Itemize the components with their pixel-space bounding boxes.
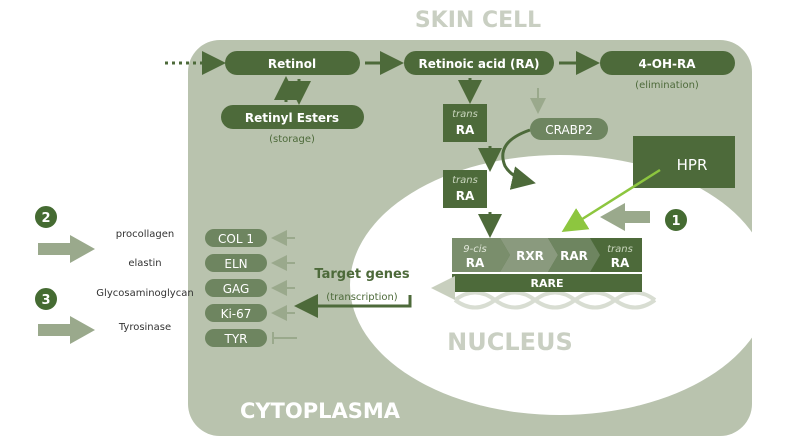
gene-pill-gag: GAG bbox=[205, 279, 267, 297]
marker-3: 3 bbox=[33, 286, 59, 312]
crabp2-pill bbox=[530, 118, 608, 140]
storage-label: (storage) bbox=[269, 134, 315, 145]
retinyl-esters-label: Retinyl Esters bbox=[245, 111, 339, 125]
rar-segment bbox=[548, 238, 600, 272]
gene-label-col1: COL 1 bbox=[218, 232, 254, 246]
target-genes-arrow bbox=[294, 294, 412, 318]
receptor-trans-label: RA bbox=[611, 256, 630, 270]
trans-ra-mid-label: RA bbox=[456, 189, 475, 203]
gene-label-ki67: Ki-67 bbox=[221, 307, 252, 321]
gene-pill-col1: COL 1 bbox=[205, 229, 267, 247]
oh-ra-pill bbox=[600, 51, 735, 75]
marker-3-number: 3 bbox=[41, 293, 50, 308]
rare-label: RARE bbox=[531, 277, 564, 290]
retinyl-esters-pill bbox=[221, 105, 364, 129]
gene-pill-eln: ELN bbox=[205, 254, 267, 272]
elimination-label: (elimination) bbox=[635, 80, 699, 91]
transcription-label: (transcription) bbox=[326, 292, 398, 303]
gene-label-tyr: TYR bbox=[224, 332, 248, 346]
marker-1-number: 1 bbox=[671, 214, 680, 229]
trans-ra-box-top bbox=[443, 104, 487, 142]
marker-1: 1 bbox=[663, 207, 689, 233]
trans-ra-mid-prefix: trans bbox=[452, 175, 478, 186]
hpr-to-rar-arrow bbox=[561, 168, 661, 232]
receptor-complex: 9-cis RA RXR RAR trans RA RARE bbox=[452, 238, 642, 292]
cis-ra-label: RA bbox=[466, 256, 485, 270]
gene-label-gag: GAG bbox=[223, 282, 250, 296]
trans-ra-box-mid bbox=[443, 170, 487, 208]
gene-label-eln: ELN bbox=[224, 257, 247, 271]
nucleus-label: NUCLEUS bbox=[447, 328, 573, 356]
trans-ra-top-label: RA bbox=[456, 123, 475, 137]
target-genes-label: Target genes bbox=[314, 267, 409, 282]
gene-pill-tyr: TYR bbox=[205, 329, 267, 347]
dna-helix bbox=[453, 290, 657, 310]
cis-ra-segment bbox=[452, 238, 510, 272]
cytoplasm-label: CYTOPLASMA bbox=[240, 399, 401, 423]
fat-arrow-marker-1 bbox=[600, 203, 650, 231]
oh-ra-label: 4-OH-RA bbox=[638, 57, 696, 71]
rxr-label: RXR bbox=[516, 249, 544, 263]
crabp2-curve-arrow bbox=[501, 128, 536, 190]
retinol-pill bbox=[225, 51, 360, 75]
marker-2: 2 bbox=[33, 204, 59, 230]
fat-arrow-marker-2 bbox=[38, 235, 95, 263]
retinoic-acid-pill bbox=[404, 51, 554, 75]
diagram-title: SKIN CELL bbox=[415, 8, 541, 33]
retinol-label: Retinol bbox=[268, 57, 316, 71]
trans-ra-top-prefix: trans bbox=[452, 109, 478, 120]
crabp2-label: CRABP2 bbox=[545, 123, 593, 137]
cis-ra-prefix: 9-cis bbox=[463, 244, 486, 255]
external-label-elastin: elastin bbox=[128, 258, 161, 269]
external-label-glycosaminoglycan: Glycosaminoglycan bbox=[96, 288, 193, 299]
gene-pill-ki67: Ki-67 bbox=[205, 304, 267, 322]
external-label-tyrosinase: Tyrosinase bbox=[118, 322, 171, 333]
hpr-box bbox=[633, 136, 735, 188]
rare-bar bbox=[452, 274, 642, 292]
hpr-label: HPR bbox=[677, 156, 708, 174]
rar-label: RAR bbox=[560, 249, 588, 263]
fat-arrow-marker-3 bbox=[38, 316, 95, 344]
receptor-trans-prefix: trans bbox=[607, 244, 633, 255]
external-label-procollagen: procollagen bbox=[116, 229, 175, 240]
marker-2-number: 2 bbox=[41, 211, 50, 226]
retinoic-acid-label: Retinoic acid (RA) bbox=[418, 57, 539, 71]
rxr-segment bbox=[500, 238, 558, 272]
